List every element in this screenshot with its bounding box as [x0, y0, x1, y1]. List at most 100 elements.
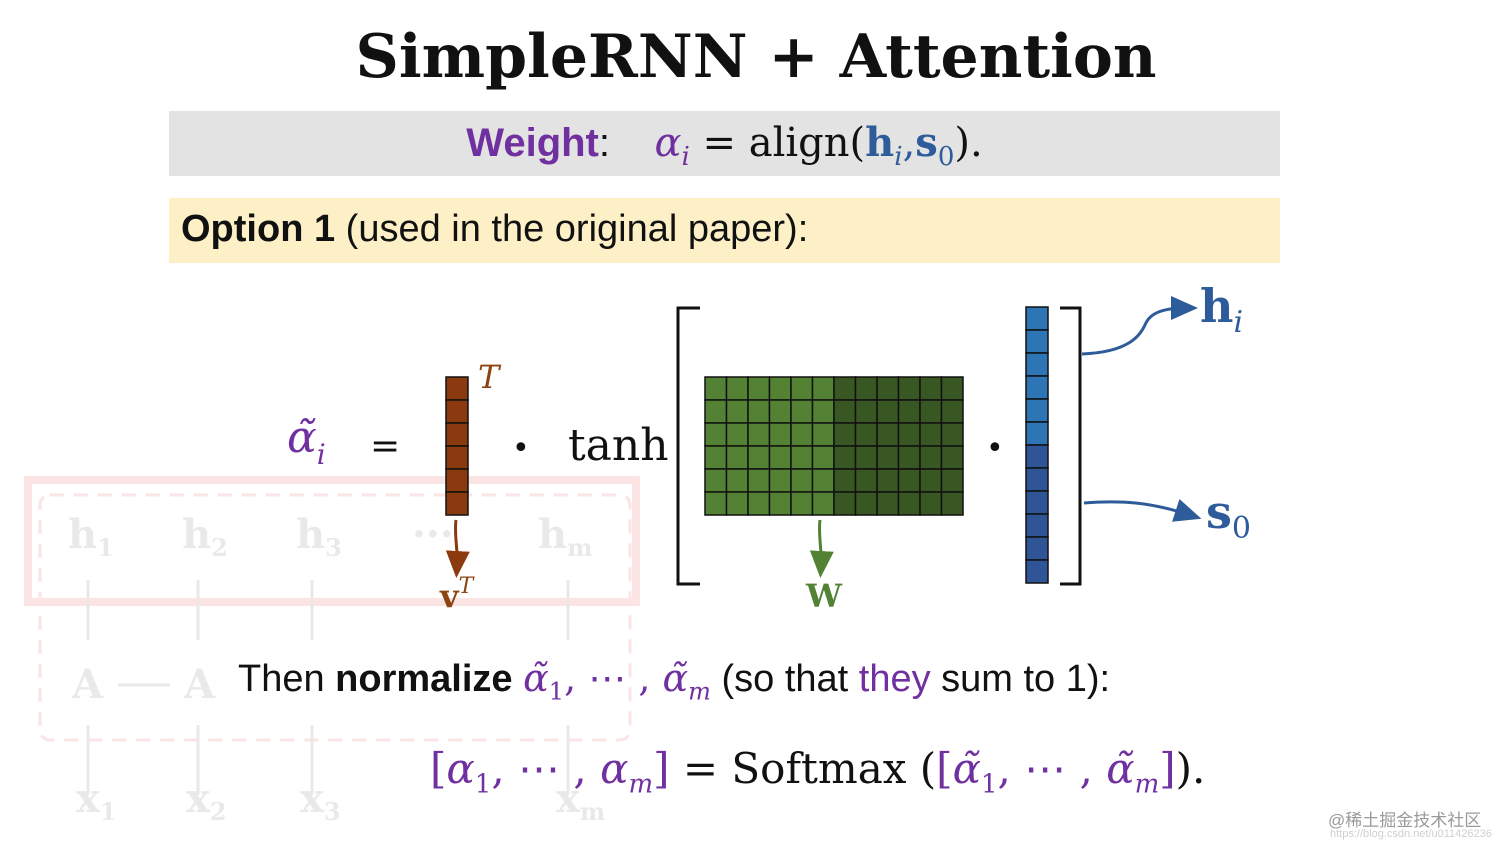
s-vector-cell	[1025, 467, 1049, 492]
w-matrix-cell	[790, 399, 814, 424]
eq-alpha-sub: i	[317, 438, 326, 471]
weight-alpha-sub: i	[681, 142, 690, 172]
w-matrix-cell	[747, 376, 771, 401]
s-arrow	[1083, 498, 1202, 522]
softmax-mid2: , ⋯ ,	[997, 744, 1107, 793]
softmax-lb: [	[430, 744, 447, 793]
normalize-they: they	[858, 658, 931, 700]
normalize-alpha1-sub: 1	[548, 677, 565, 706]
v-vector-cell	[445, 376, 469, 401]
w-matrix-cell	[876, 491, 900, 516]
w-matrix-cell	[940, 399, 964, 424]
w-matrix-cell	[768, 422, 792, 447]
s-vector-cell	[1025, 559, 1049, 584]
w-matrix-cell	[811, 491, 835, 516]
w-matrix-cell	[811, 422, 835, 447]
h-vector-cell	[1025, 306, 1049, 331]
softmax-rb: ]	[653, 744, 670, 793]
w-matrix-cell	[897, 468, 921, 493]
weight-h-sub: i	[894, 142, 903, 172]
v-label: v	[439, 577, 460, 615]
w-matrix-cell	[833, 422, 857, 447]
w-matrix-cell	[790, 376, 814, 401]
w-matrix-cell	[876, 399, 900, 424]
h-vector-cell	[1025, 421, 1049, 446]
softmax-alphat1: α̃	[952, 744, 981, 793]
tanh-label: tanh	[568, 420, 669, 471]
w-matrix-cell	[919, 376, 943, 401]
w-matrix-cell	[768, 468, 792, 493]
w-matrix-cell	[940, 422, 964, 447]
w-matrix-cell	[768, 399, 792, 424]
s-vector-cell	[1025, 513, 1049, 538]
normalize-mid: , ⋯ ,	[564, 656, 663, 700]
dot-operator-1: •	[512, 431, 530, 466]
normalize-paren-close: sum to 1):	[930, 658, 1111, 700]
w-matrix-cell	[747, 422, 771, 447]
w-matrix-cell	[854, 422, 878, 447]
svg-text:vT: vT	[439, 574, 476, 615]
softmax-alpha1-sub: 1	[474, 769, 492, 800]
w-matrix-cell	[768, 445, 792, 470]
s-vector-cell	[1025, 444, 1049, 469]
softmax-alphatm: α̃	[1106, 744, 1135, 793]
w-matrix-cell	[833, 491, 857, 516]
h-vector-cell	[1025, 398, 1049, 423]
w-matrix-cell	[704, 399, 728, 424]
watermark: @稀土掘金技术社区	[1328, 811, 1482, 830]
w-matrix-cell	[876, 468, 900, 493]
w-matrix-cell	[725, 399, 749, 424]
softmax-alpham: α	[600, 744, 629, 793]
w-matrix-cell	[790, 445, 814, 470]
w-matrix-cell	[919, 491, 943, 516]
s-label: s	[1206, 485, 1232, 539]
softmax-alpham-sub: m	[628, 769, 654, 800]
w-matrix-cell	[854, 468, 878, 493]
eq-alpha-tilde: α̃	[287, 412, 317, 463]
w-matrix-cell	[897, 399, 921, 424]
h-vector-cell	[1025, 329, 1049, 354]
w-matrix-cell	[897, 445, 921, 470]
option-text: Option 1 (used in the original paper):	[181, 208, 808, 251]
w-matrix-cell	[811, 399, 835, 424]
w-matrix-cell	[854, 376, 878, 401]
option-rest: (used in the original paper):	[335, 208, 809, 250]
h-label-sub: i	[1233, 305, 1243, 340]
svg-text:α̃i: α̃i	[287, 412, 326, 471]
w-matrix-cell	[897, 422, 921, 447]
w-matrix-cell	[940, 376, 964, 401]
right-bracket	[1060, 306, 1082, 586]
w-matrix-cell	[725, 376, 749, 401]
left-bracket	[676, 306, 700, 586]
w-matrix-cell	[790, 491, 814, 516]
h-vector-cell	[1025, 375, 1049, 400]
w-matrix-cell	[704, 376, 728, 401]
w-matrix-cell	[790, 468, 814, 493]
w-matrix-cell	[725, 422, 749, 447]
softmax-lb2: [	[936, 744, 953, 793]
s-label-sub: 0	[1232, 511, 1251, 546]
softmax-alpha1: α	[446, 744, 475, 793]
w-matrix-cell	[768, 376, 792, 401]
w-matrix-cell	[854, 399, 878, 424]
w-matrix-cell	[919, 399, 943, 424]
h-vector-cell	[1025, 352, 1049, 377]
w-matrix-cell	[833, 468, 857, 493]
v-vector	[445, 376, 469, 516]
w-matrix-cell	[919, 422, 943, 447]
normalize-alpha1: α̃	[523, 656, 549, 700]
softmax-equation: [α1, ⋯ , αm] = Softmax ([α̃1, ⋯ , α̃m]).	[430, 744, 1205, 799]
w-matrix-cell	[940, 468, 964, 493]
w-matrix-cell	[725, 468, 749, 493]
weight-close: ).	[954, 120, 983, 166]
w-matrix-cell	[747, 491, 771, 516]
normalize-alpham: α̃	[662, 656, 689, 700]
weight-h: h	[865, 119, 895, 166]
weight-alpha: α	[654, 120, 682, 166]
dot-operator-2: •	[986, 431, 1004, 466]
w-arrow	[809, 519, 834, 578]
watermark-url: https://blog.csdn.net/u011426236	[1330, 828, 1492, 840]
w-matrix-cell	[876, 376, 900, 401]
w-matrix-cell	[876, 445, 900, 470]
